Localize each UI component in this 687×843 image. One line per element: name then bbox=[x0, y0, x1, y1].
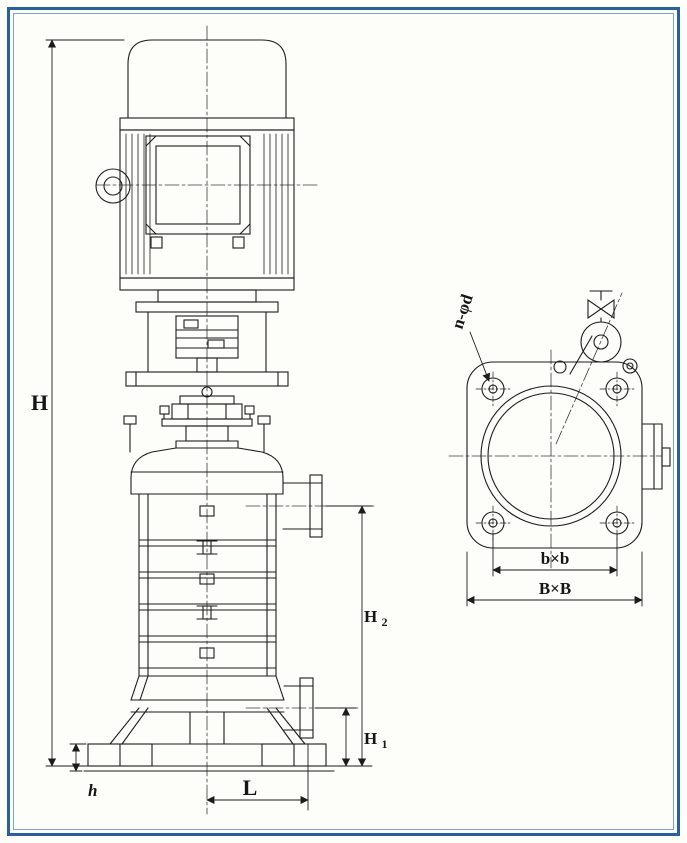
pump-base bbox=[83, 707, 335, 772]
dim-label-L: L bbox=[243, 775, 258, 800]
bolt-hole bbox=[475, 371, 511, 407]
side-bracket bbox=[641, 423, 671, 490]
dim-label-bxb: b×b bbox=[541, 549, 570, 568]
bolt-hole bbox=[599, 371, 635, 407]
dimension-labels: H h H 2 H 1 L b×b B×B n-φd bbox=[31, 291, 571, 800]
lifting-eye bbox=[95, 168, 131, 204]
stage-barrel bbox=[138, 493, 277, 677]
discharge-nozzle bbox=[282, 474, 323, 538]
bolt-hole bbox=[475, 505, 511, 541]
suction-casing bbox=[130, 675, 314, 739]
dim-BxB bbox=[466, 551, 643, 607]
dim-H2 bbox=[325, 505, 373, 767]
elevation-view bbox=[45, 25, 375, 815]
dim-L bbox=[206, 743, 309, 811]
plan-view bbox=[448, 290, 671, 607]
motor-cooling-fins bbox=[125, 133, 289, 275]
terminal-box bbox=[145, 135, 251, 249]
dim-bxb bbox=[492, 534, 618, 577]
dim-h bbox=[69, 743, 87, 772]
motor-stool-and-coupling bbox=[119, 277, 295, 398]
elevation-dimensions bbox=[45, 39, 373, 811]
shaft-seal-assembly bbox=[159, 395, 255, 442]
dim-label-h: h bbox=[88, 781, 97, 800]
suction-bore-outer bbox=[480, 385, 622, 527]
motor-top-cap bbox=[127, 39, 287, 119]
plan-dimensions bbox=[466, 534, 643, 607]
foundation-bolt-holes bbox=[475, 371, 635, 541]
dim-label-H: H bbox=[31, 390, 48, 415]
dim-label-H1: H 1 bbox=[364, 729, 387, 751]
tie-rod-nuts bbox=[196, 505, 218, 659]
motor bbox=[95, 39, 295, 279]
dim-H bbox=[45, 39, 125, 767]
bolt-hole bbox=[599, 505, 635, 541]
discharge-head bbox=[130, 440, 284, 495]
dim-H1 bbox=[314, 707, 357, 767]
suction-bore-inner bbox=[487, 392, 615, 520]
dim-label-BxB: B×B bbox=[539, 579, 571, 598]
casing-bolts bbox=[123, 415, 271, 453]
dim-label-H2: H 2 bbox=[364, 607, 387, 629]
base-flange-outline bbox=[466, 361, 643, 549]
vent-valve-assembly bbox=[553, 290, 638, 375]
plan-centerlines bbox=[448, 292, 663, 569]
hole-callout-label: n-φd bbox=[448, 291, 477, 331]
hole-callout-leader bbox=[469, 331, 491, 382]
